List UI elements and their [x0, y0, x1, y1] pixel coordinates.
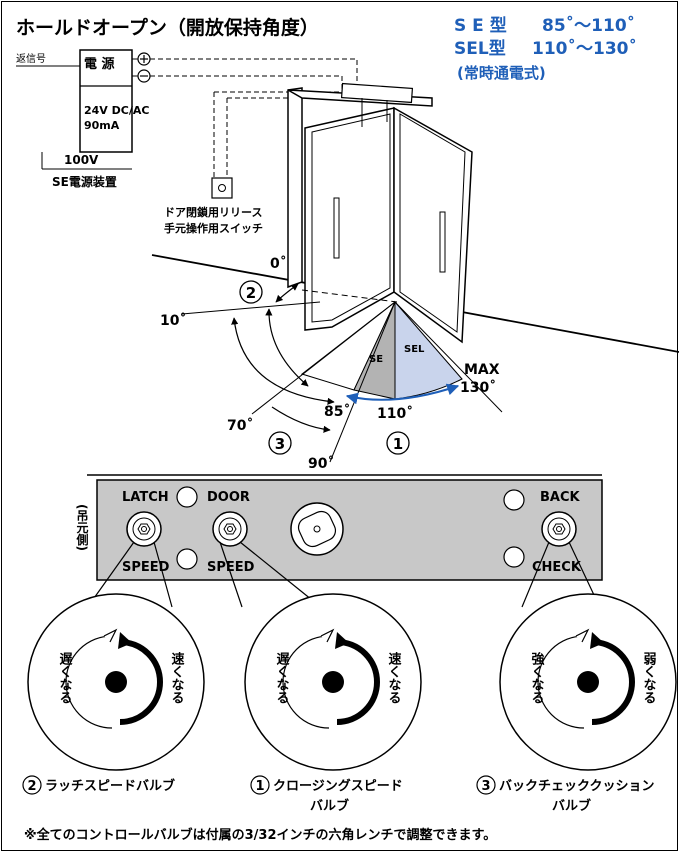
- door-speed-label: SPEED: [207, 560, 255, 575]
- backcheck-valve-screw-icon[interactable]: [541, 511, 577, 547]
- latch-label: LATCH: [122, 490, 169, 505]
- arc-range-2: [275, 283, 299, 303]
- arc-range-70: [231, 317, 335, 405]
- sel-sector-label: SEL: [404, 344, 425, 355]
- rotate-weaker-arrow-icon: [591, 639, 635, 725]
- closing-valve-detail: [244, 593, 422, 771]
- hinge-side-label: (吊元側): [75, 504, 89, 551]
- power-label: 電 源: [84, 56, 115, 72]
- input-voltage-label: 100V: [64, 153, 99, 167]
- ray-90: [329, 301, 396, 463]
- range-2-number: 2: [246, 284, 256, 302]
- rotate-faster-arrow-icon: [336, 639, 380, 725]
- closing-valve-name: クロージングスピード: [273, 778, 403, 794]
- door-illustration: [287, 82, 473, 344]
- backcheck-valve-detail: [499, 593, 677, 771]
- latch-slow-label: 遅くなる: [57, 652, 73, 704]
- se-model-label: S E 型: [454, 15, 507, 36]
- valve-3-badge: [476, 775, 496, 795]
- back-label: BACK: [540, 490, 581, 505]
- closing-fast-label: 速くなる: [386, 651, 402, 704]
- closer-valve-panel: LATCH SPEED DOOR SPEED BACK CHECK: [87, 474, 603, 581]
- range-3-number: 3: [275, 435, 285, 453]
- se-sector-label: SE: [369, 354, 383, 365]
- range-3-badge: [268, 431, 292, 455]
- latch-fast-label: 速くなる: [169, 651, 185, 704]
- arc-range-90: [271, 406, 331, 433]
- footnote: ※全てのコントロールバルブは付属の3/32インチの六角レンチで調整できます。: [24, 827, 496, 843]
- release-switch-icon[interactable]: [211, 177, 233, 199]
- backcheck-valve-name-line2: バルブ: [552, 798, 591, 814]
- valve-1-number: 1: [255, 779, 264, 794]
- plug-hole-icon: [503, 489, 525, 511]
- closing-valve-screw-icon[interactable]: [212, 511, 248, 547]
- check-label: CHECK: [532, 560, 582, 575]
- backcheck-valve-name: バックチェッククッション: [499, 779, 654, 794]
- angle-110-label: 110˚: [377, 405, 413, 422]
- backcheck-strong-label: 強くなる: [529, 651, 545, 704]
- rotate-faster-arrow-icon: [119, 639, 163, 725]
- current-label: 90mA: [84, 119, 120, 132]
- angle-85-label: 85˚: [324, 403, 350, 420]
- power-mode-note: (常時通電式): [457, 64, 546, 82]
- latch-valve-detail: [27, 593, 205, 771]
- power-supply-box: 返信号 電 源 24V DC/AC 90mA 100V SE電源装置: [16, 49, 151, 189]
- arc-se-sel-range: [345, 383, 460, 405]
- sel-model-label: SEL型: [454, 38, 506, 59]
- angle-10-label: 10˚: [160, 312, 186, 329]
- power-device-label: SE電源装置: [52, 174, 117, 189]
- closing-slow-label: 遅くなる: [274, 652, 290, 704]
- door-label: DOOR: [207, 490, 250, 505]
- valve-3-number: 3: [481, 779, 490, 794]
- switch-label-line1: ドア閉鎖用リリース: [164, 205, 262, 219]
- switch-label-line2: 手元操作用スイッチ: [164, 221, 263, 235]
- ray-130: [394, 301, 503, 413]
- angle-130-label: 130˚: [460, 379, 496, 396]
- ray-10: [181, 301, 321, 315]
- angle-max-label: MAX: [464, 362, 500, 378]
- se-model-range: 85˚〜110˚: [542, 14, 635, 36]
- closing-valve-name-line2: バルブ: [310, 798, 349, 814]
- plug-hole-icon: [176, 486, 198, 508]
- page-title: ホールドオープン（開放保持角度）: [16, 16, 319, 39]
- callout-lines: [76, 541, 603, 623]
- voltage-label: 24V DC/AC: [84, 104, 149, 117]
- backcheck-weak-label: 弱くなる: [641, 651, 657, 704]
- latch-valve-screw-icon[interactable]: [126, 511, 162, 547]
- return-signal-label: 返信号: [16, 53, 46, 65]
- range-1-badge: [386, 431, 410, 455]
- wall-line-right: [461, 311, 679, 353]
- range-1-number: 1: [393, 435, 403, 453]
- valve-1-badge: [250, 775, 270, 795]
- angle-0-label: 0˚: [270, 255, 287, 272]
- angle-90-label: 90˚: [308, 455, 334, 472]
- range-2-badge: [239, 280, 263, 304]
- valve-2-badge: [22, 775, 42, 795]
- latch-speed-label: SPEED: [122, 560, 170, 575]
- valve-2-number: 2: [27, 779, 36, 794]
- sel-model-range: 110˚〜130˚: [532, 37, 637, 59]
- angle-70-label: 70˚: [227, 417, 253, 434]
- closed-position-line: [301, 289, 398, 303]
- latch-valve-name: ラッチスピードバルブ: [45, 778, 175, 794]
- plug-hole-icon: [176, 548, 198, 570]
- plug-hole-icon: [503, 546, 525, 568]
